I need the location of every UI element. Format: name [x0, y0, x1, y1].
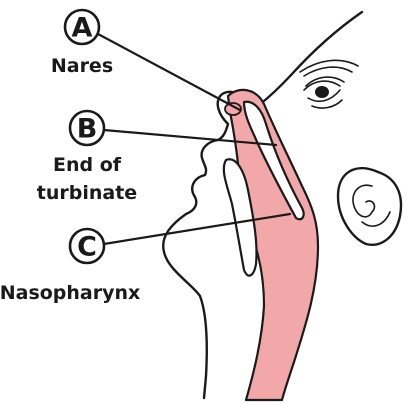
label-b-text-line1: End of [53, 154, 122, 176]
ear-lobe-detail [362, 212, 390, 226]
ear-inner [353, 185, 375, 217]
eye-iris [315, 86, 329, 98]
label-b-letter: B [77, 114, 98, 145]
label-c-letter: C [77, 232, 97, 263]
eyebrow-detail [304, 67, 352, 76]
label-a-letter: A [72, 13, 93, 44]
label-a: A Nares [51, 10, 113, 77]
label-a-text: Nares [51, 55, 113, 77]
ear-outline [338, 168, 401, 245]
leader-line-a [98, 34, 240, 110]
label-b: B End of turbinate [37, 111, 137, 204]
label-c-text: Nasopharynx [0, 282, 140, 304]
label-c: C Nasopharynx [0, 229, 140, 304]
label-b-text-line2: turbinate [37, 182, 137, 204]
